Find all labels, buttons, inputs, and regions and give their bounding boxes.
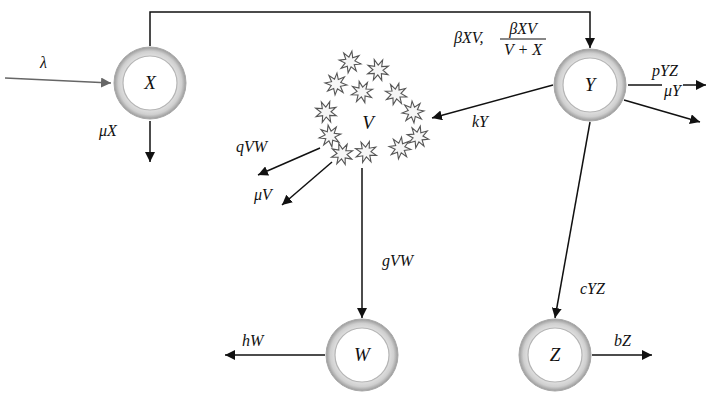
rate-label: βXV, <box>452 29 485 47</box>
virus-particle <box>347 77 377 107</box>
rate-label: μY <box>662 82 683 100</box>
virus-particle <box>363 55 392 84</box>
virus-particle <box>398 97 429 128</box>
inner-disc <box>123 56 177 110</box>
virus-particle <box>383 81 410 108</box>
flow-connector <box>432 85 553 118</box>
outflow-arrow <box>592 354 652 356</box>
virus-cluster <box>312 49 431 169</box>
outer-ring <box>519 319 591 391</box>
rate-label: cYZ <box>578 280 607 298</box>
outflow-arrow <box>624 100 700 122</box>
compartment-symbol: V <box>362 113 374 134</box>
rate-label: bZ <box>612 332 633 350</box>
flow-connector <box>361 168 363 318</box>
compartment-circle: W <box>325 318 399 392</box>
outflow-arrow <box>225 354 325 356</box>
rate-label: qVW <box>234 138 269 156</box>
outflow-arrow <box>149 121 151 162</box>
inner-disc <box>563 58 617 112</box>
outer-ring <box>554 49 626 121</box>
flow-arrows <box>5 39 706 355</box>
compartment-circle: Z <box>518 318 592 392</box>
rate-label: μV <box>252 186 274 204</box>
inner-disc <box>335 328 389 382</box>
rate-label: gVW <box>380 252 415 270</box>
compartment-circle: Y <box>553 48 627 122</box>
inflow-arrow <box>5 78 111 83</box>
virus-group: V <box>310 48 432 168</box>
fraction-bar <box>500 38 546 39</box>
outer-ring <box>326 319 398 391</box>
inner-disc <box>528 328 582 382</box>
rate-label: βXV <box>498 20 548 38</box>
rate-label: μX <box>97 122 119 140</box>
virus-particle <box>327 139 357 169</box>
compartment-circle: X <box>113 46 187 120</box>
rate-label: pYZ <box>650 62 680 80</box>
virus-particle <box>312 98 340 126</box>
compartment-symbol: W <box>354 345 370 366</box>
virus-particle <box>405 124 431 150</box>
rate-label: hW <box>240 332 265 350</box>
compartment-symbol: Z <box>550 345 561 366</box>
virus-particle <box>352 138 380 166</box>
virus-particle <box>337 49 362 74</box>
rate-label: kY <box>470 113 490 131</box>
outflow-arrow <box>282 162 332 205</box>
virus-particle <box>388 136 413 161</box>
rate-label: V + X <box>498 41 548 59</box>
virus-particle <box>324 72 348 96</box>
outer-ring <box>114 47 186 119</box>
compartment-symbol: Y <box>585 75 596 96</box>
rate-label: λ <box>38 54 49 72</box>
compartment-symbol: X <box>144 73 156 94</box>
